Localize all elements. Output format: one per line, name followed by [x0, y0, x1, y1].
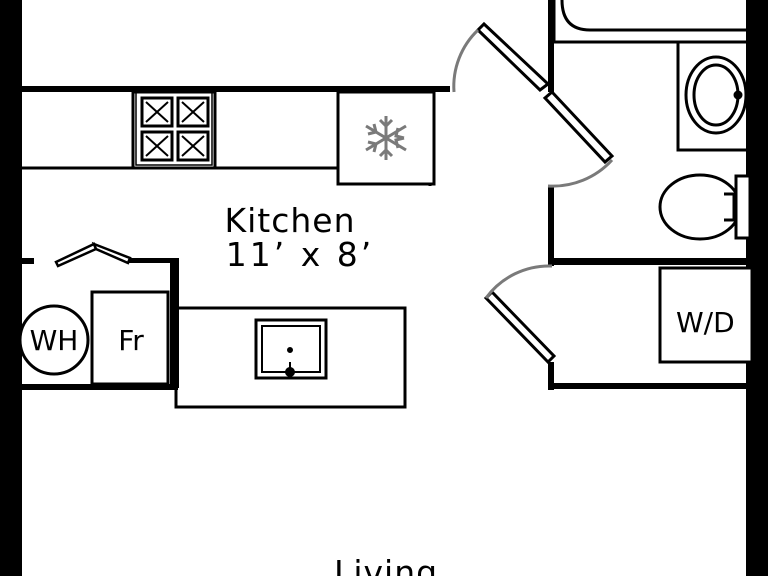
closet-top-wall: [128, 258, 178, 263]
burner-3-x: [145, 135, 169, 157]
island-sink-outer: [254, 318, 328, 380]
water-heater-label: WH: [30, 324, 79, 357]
bath-sink-drain: [733, 90, 743, 100]
kitchen-name-label: Kitchen: [224, 201, 355, 240]
kitchen-dimensions-label: 11’ x 8’: [226, 235, 374, 274]
laundry-divider-wall: [554, 258, 746, 265]
kitchen-upper-wall: [22, 86, 450, 92]
laundry-door-swing: [484, 264, 553, 299]
closet-bifold-door: [54, 241, 132, 268]
laundry-bottom-wall: [554, 383, 746, 389]
bifold-left: [54, 242, 98, 268]
bath-sink-bowl-inner: [692, 63, 740, 127]
laundry-wall: [548, 362, 554, 390]
refrigerator: [336, 90, 436, 186]
bath-door-swing: [452, 28, 480, 93]
fridge-unit-label: Fr: [118, 324, 144, 357]
water-heater-circle: [18, 304, 90, 376]
right-exterior-wall: [746, 0, 768, 576]
kitchen-island: [174, 306, 407, 409]
laundry-door-panel: [483, 289, 557, 365]
island-counter: [174, 306, 407, 409]
bath-door-2-panel: [542, 89, 615, 165]
island-faucet-head: [285, 367, 295, 377]
bath-middle-wall: [548, 186, 554, 266]
tub-inner: [560, 0, 746, 32]
washer-dryer-label: W/D: [676, 306, 735, 339]
bath-door-2-swing: [547, 158, 614, 188]
washer-dryer: W/D: [658, 266, 754, 364]
toilet-tank: [734, 174, 752, 240]
island-sink-drain: [287, 347, 293, 353]
snowflake-icon: [365, 116, 407, 160]
washer-dryer-box: [658, 266, 754, 364]
burner-1-x: [145, 101, 169, 123]
burner-3: [140, 130, 174, 162]
living-name-label: Living: [334, 553, 438, 576]
fridge-unit: Fr: [90, 290, 170, 386]
toilet-seat-line: [724, 192, 736, 222]
bathroom-door: [452, 21, 615, 188]
bath-sink-bowl-outer: [684, 55, 748, 135]
vanity-counter: [676, 40, 750, 152]
bath-vanity: [676, 40, 750, 152]
bathtub: [552, 0, 756, 44]
bath-door-panel: [475, 21, 551, 92]
burner-1: [140, 96, 174, 128]
burner-4-x: [181, 135, 205, 157]
burner-4: [176, 130, 210, 162]
burner-2: [176, 96, 210, 128]
bifold-right: [91, 241, 132, 265]
bath-top-wall: [548, 0, 554, 92]
toilet-bowl: [658, 173, 742, 241]
stove: [131, 90, 217, 170]
left-exterior-wall: [0, 0, 22, 576]
fridge-unit-box: [90, 290, 170, 386]
toilet: [658, 173, 752, 241]
laundry-door: [483, 264, 557, 365]
tub-outer: [552, 0, 756, 44]
closet-bottom-wall: [22, 384, 178, 390]
water-heater: WH: [18, 304, 90, 376]
burner-2-x: [181, 101, 205, 123]
stove-panel: [135, 91, 213, 166]
closet-wall: [22, 258, 34, 264]
